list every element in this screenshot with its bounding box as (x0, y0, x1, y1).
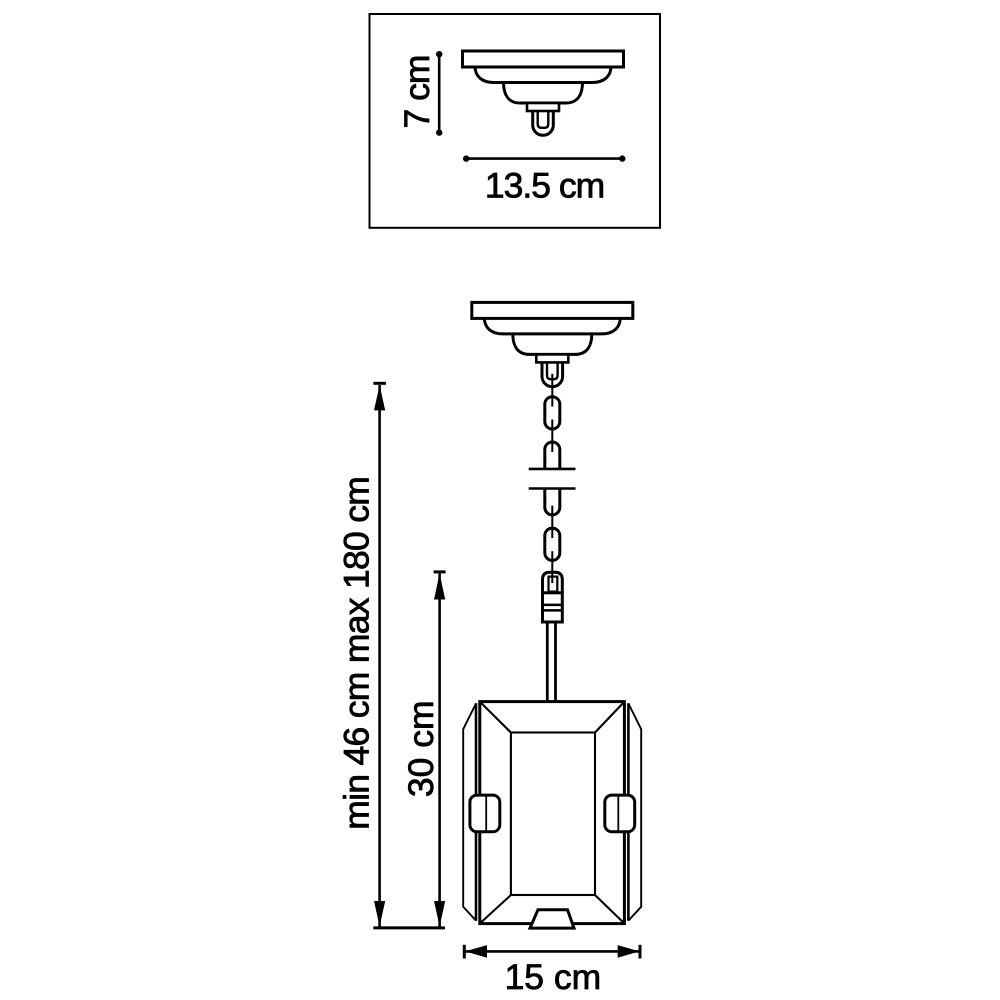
svg-text:7 cm: 7 cm (397, 56, 437, 129)
svg-text:30 cm: 30 cm (401, 700, 441, 797)
svg-text:min 46 cm max 180 cm: min 46 cm max 180 cm (337, 477, 377, 830)
svg-text:13.5 cm: 13.5 cm (485, 166, 604, 206)
svg-text:15 cm: 15 cm (505, 957, 602, 997)
